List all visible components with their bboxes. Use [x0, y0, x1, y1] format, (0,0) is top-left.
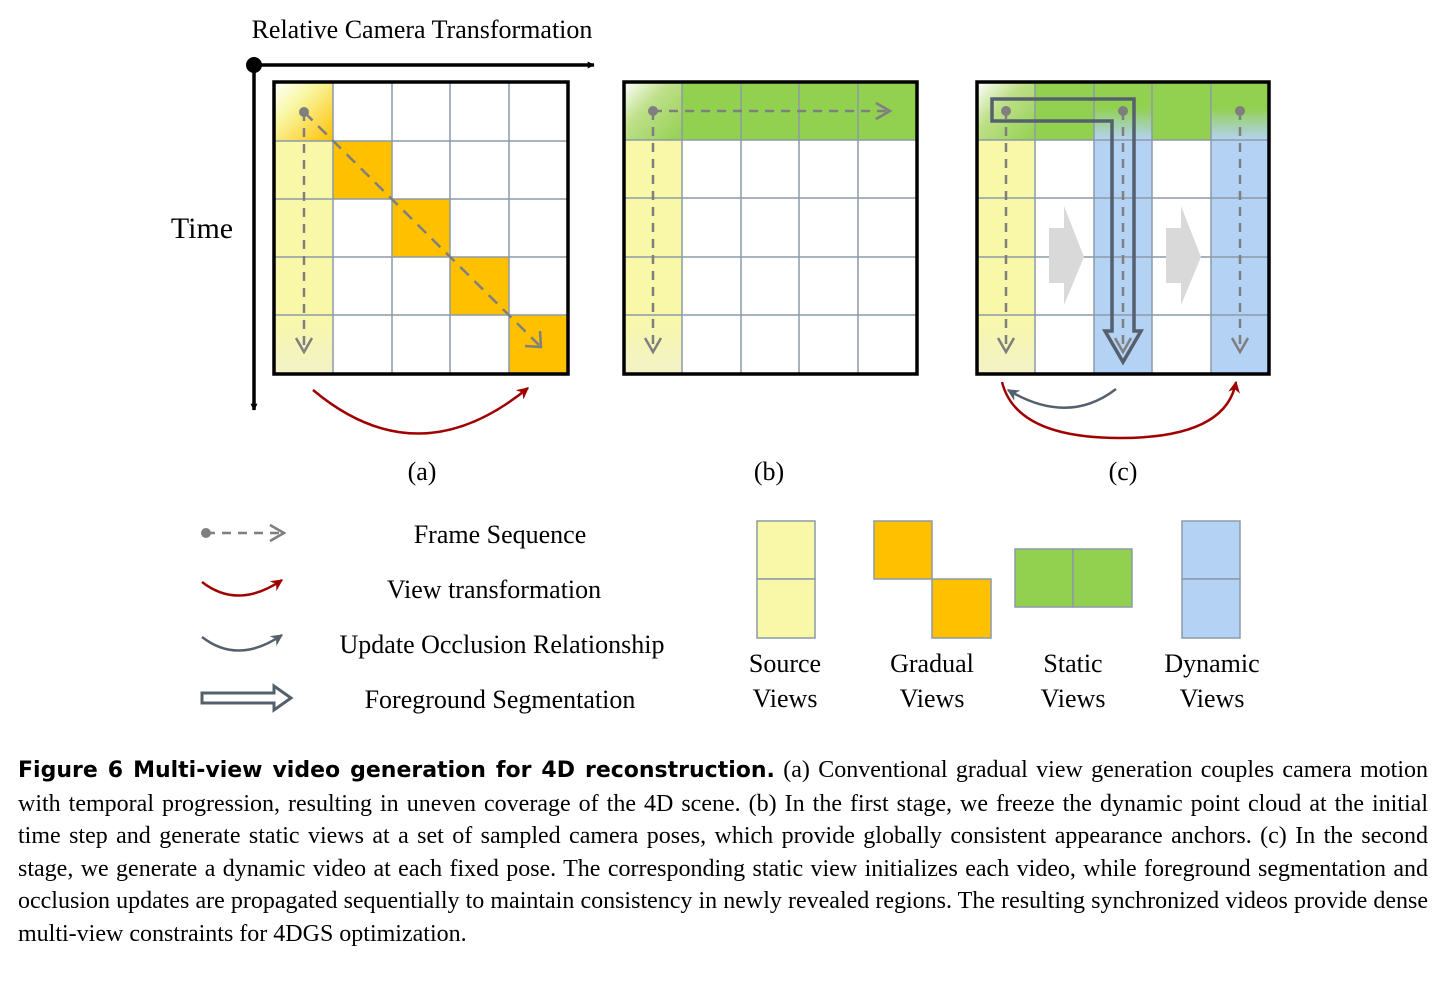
panel-label-a: (a) — [408, 457, 437, 486]
x-axis-label: Relative Camera Transformation — [252, 15, 593, 44]
frame-sequence-arrow-diagonal — [303, 111, 540, 346]
panel-c: (c) — [975, 80, 1271, 486]
legend-lines: Frame Sequence View transformation Updat… — [200, 520, 665, 714]
legend-gradual-line1: Gradual — [890, 649, 974, 678]
legend-dynamic-line1: Dynamic — [1164, 649, 1259, 678]
frame-sequence-arrowhead-horizontal — [875, 101, 893, 121]
propagation-arrow-1 — [1049, 206, 1084, 305]
legend-foreground-segmentation-label: Foreground Segmentation — [365, 685, 636, 714]
legend-frame-sequence-label: Frame Sequence — [414, 520, 587, 549]
panel-label-c: (c) — [1109, 457, 1138, 486]
panel-b: (b) — [622, 80, 919, 486]
figure-caption: Figure 6 Multi-view video generation for … — [18, 754, 1428, 951]
method-diagram: Relative Camera Transformation Time (a) — [171, 15, 1271, 714]
caption-text: (a) Conventional gradual view generation… — [18, 757, 1429, 947]
frame-sequence-arrowhead-vertical — [643, 337, 663, 355]
legend-static-line1: Static — [1043, 649, 1102, 678]
swatch-source-top — [756, 520, 816, 580]
legend-update-occlusion-icon — [201, 633, 283, 652]
grid-lines — [624, 82, 917, 374]
swatch-dynamic-bottom — [1181, 578, 1241, 639]
legend-source-views: Source Views — [749, 520, 821, 713]
swatch-source-bottom — [756, 578, 816, 639]
axes: Relative Camera Transformation Time — [171, 15, 595, 411]
legend-view-transformation-icon — [201, 578, 283, 597]
frame-sequence-arrowhead-diagonal — [524, 330, 543, 349]
swatch-static-left — [1014, 548, 1074, 608]
legend-gradual-views: Gradual Views — [873, 520, 992, 713]
swatch-gradual-top — [873, 520, 933, 580]
grid-lines — [274, 82, 568, 374]
view-transformation-arc — [1000, 380, 1240, 440]
propagation-arrow-2 — [1166, 206, 1201, 305]
panel-frame — [622, 80, 919, 376]
frame-sequence-arrowhead-dynamic-1 — [1113, 337, 1133, 355]
legend-swatches: Source Views Gradual Views Static Views … — [749, 520, 1260, 713]
swatch-dynamic-top — [1181, 520, 1241, 580]
legend-frame-sequence-arrowhead — [269, 523, 287, 543]
frame-sequence-arrowhead-vertical — [294, 337, 314, 355]
legend-update-occlusion-label: Update Occlusion Relationship — [340, 630, 665, 659]
y-axis-label: Time — [171, 212, 233, 245]
legend-dynamic-views: Dynamic Views — [1164, 520, 1260, 713]
panel-a: (a) — [272, 80, 570, 486]
grid-lines — [977, 82, 1269, 374]
swatch-gradual-bottom — [931, 578, 992, 639]
update-occlusion-arc — [1006, 388, 1117, 409]
legend-static-views: Static Views — [1014, 548, 1133, 713]
panel-frame — [975, 80, 1271, 376]
foreground-segmentation-arrow — [990, 97, 1145, 366]
legend-dynamic-line2: Views — [1180, 684, 1245, 713]
view-transformation-arc — [312, 387, 529, 435]
swatch-static-right — [1072, 548, 1133, 608]
panel-label-b: (b) — [754, 457, 784, 486]
panel-frame — [272, 80, 570, 376]
caption-figure-number: Figure 6 — [18, 758, 124, 783]
legend-gradual-line2: Views — [900, 684, 965, 713]
legend-source-line1: Source — [749, 649, 821, 678]
legend-view-transformation-label: View transformation — [387, 575, 601, 604]
legend-static-line2: Views — [1041, 684, 1106, 713]
frame-sequence-arrowhead-dynamic-2 — [1230, 337, 1250, 355]
legend-foreground-segmentation-icon — [200, 683, 294, 713]
caption-title: Multi-view video generation for 4D recon… — [133, 758, 775, 783]
legend-source-line2: Views — [753, 684, 818, 713]
frame-sequence-arrowhead-source — [996, 337, 1016, 355]
caption-lead: Figure 6 Multi-view video generation for … — [18, 758, 775, 783]
